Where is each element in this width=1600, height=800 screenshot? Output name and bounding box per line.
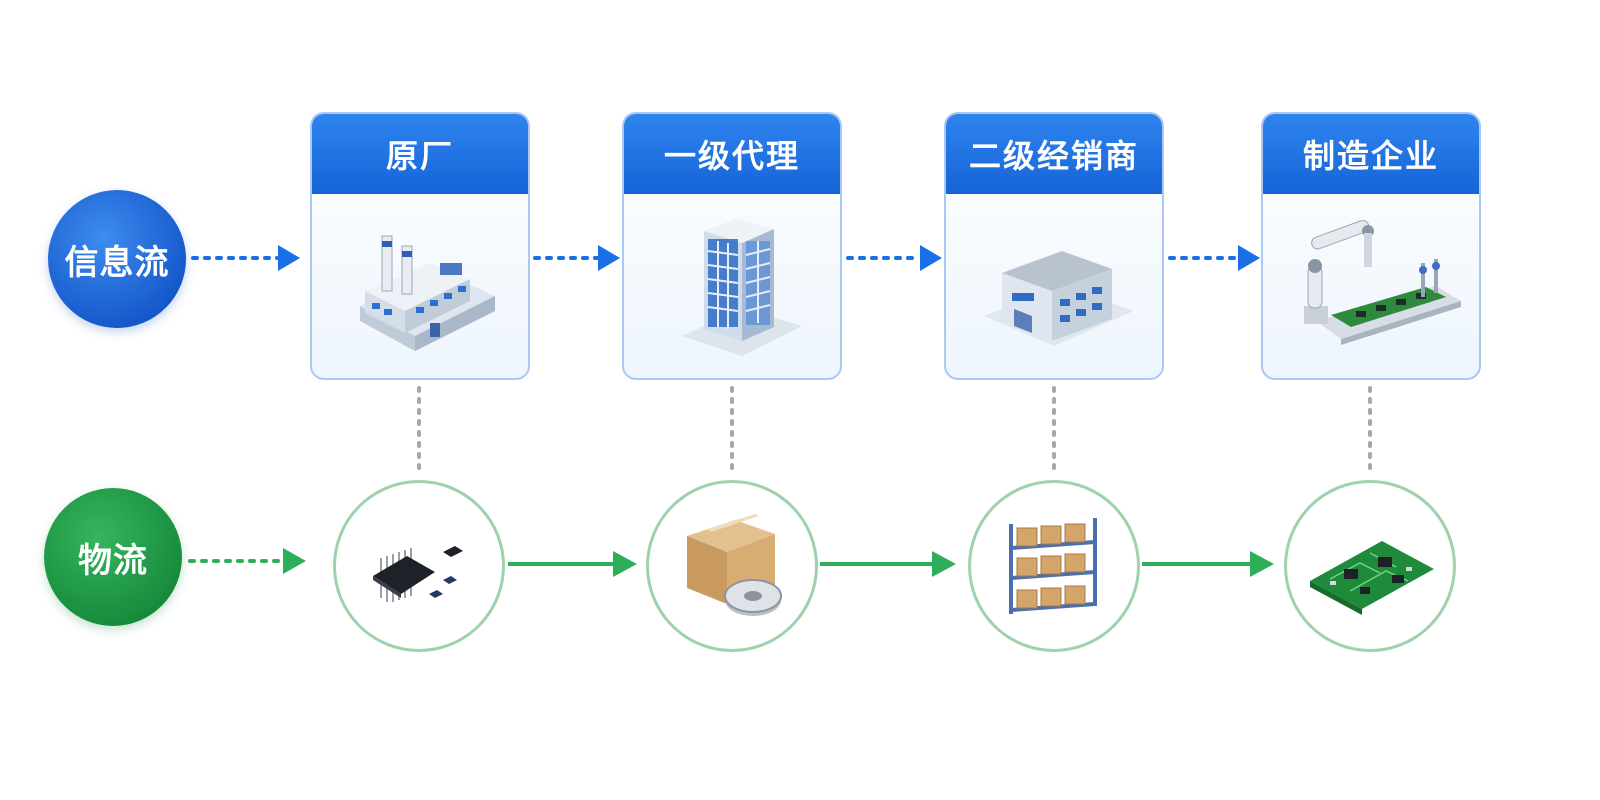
logistics-label: 物流: [44, 488, 182, 626]
circuit-board-icon: [1310, 541, 1434, 615]
stage-title: 制造企业: [1263, 114, 1479, 194]
stage-card-first-agent: 一级代理: [622, 112, 842, 380]
info-arrowhead-1: [278, 245, 300, 271]
office-building-icon: [682, 219, 802, 356]
info-arrowhead-3: [920, 245, 942, 271]
info-flow-text: 信息流: [64, 242, 170, 283]
stage-card-manufacturing-enterprise: 制造企业: [1261, 112, 1481, 380]
goods-node-chips: [333, 480, 505, 652]
logistics-arrows: [188, 548, 1274, 577]
shelf-boxes-icon: [1009, 518, 1097, 614]
info-arrowhead-2: [598, 245, 620, 271]
chip-icon: [373, 546, 463, 602]
logistics-arrowhead-0: [283, 548, 306, 574]
stage-title: 一级代理: [624, 114, 840, 194]
vertical-connectors: [417, 386, 1372, 474]
stage-card-manufacturer: 原厂: [310, 112, 530, 380]
package-reel-icon: [687, 514, 782, 616]
goods-node-shelf: [968, 480, 1140, 652]
factory-icon: [360, 235, 495, 351]
logistics-arrowhead-3: [1250, 551, 1274, 577]
stage-title: 二级经销商: [946, 114, 1162, 194]
info-arrowhead-4: [1238, 245, 1260, 271]
robot-arm-assembly-icon: [1304, 220, 1461, 345]
stage-title: 原厂: [312, 114, 528, 194]
info-flow-label: 信息流: [48, 190, 186, 328]
stage-card-second-distributor: 二级经销商: [944, 112, 1164, 380]
logistics-text: 物流: [78, 540, 148, 581]
logistics-arrowhead-1: [613, 551, 637, 577]
info-flow-arrows: [191, 245, 1260, 271]
logistics-arrowhead-2: [932, 551, 956, 577]
goods-node-circuit-board: [1284, 480, 1456, 652]
goods-node-package: [646, 480, 818, 652]
warehouse-icon: [984, 251, 1134, 346]
